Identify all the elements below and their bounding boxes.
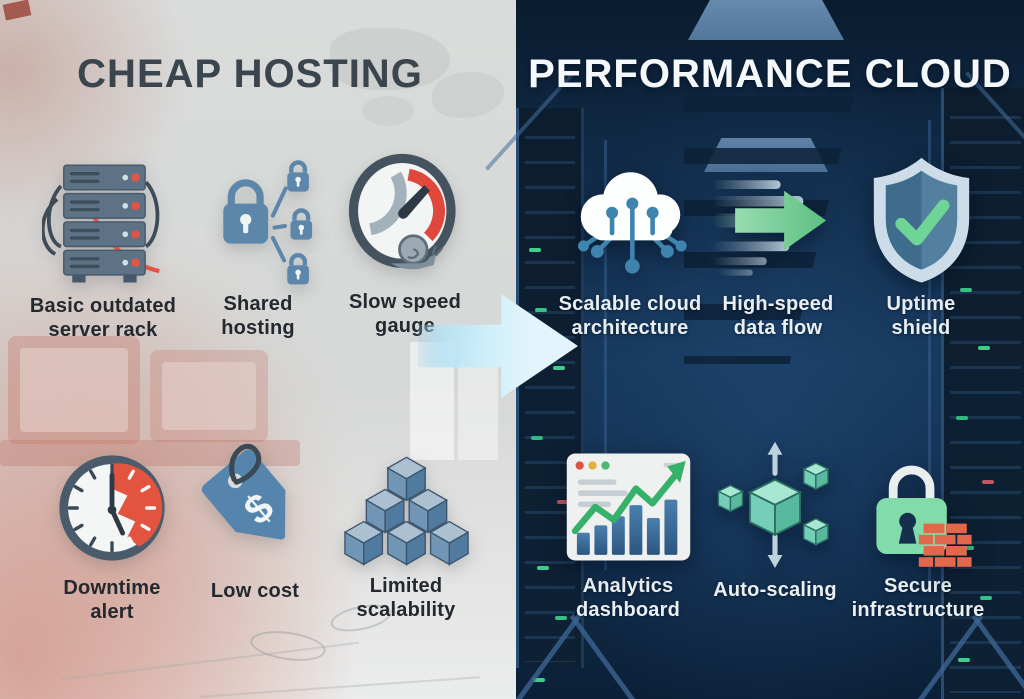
feature-analytics-dashboard: Analytics dashboard xyxy=(533,448,723,622)
feature-label: Secure infrastructure xyxy=(851,575,985,621)
right-panel-title: PERFORMANCE CLOUD xyxy=(528,52,1012,96)
uptime-shield-icon xyxy=(873,157,969,283)
feature-label: Scalable cloud architecture xyxy=(558,293,702,339)
feature-label: Uptime shield xyxy=(886,293,956,339)
server-rack-icon xyxy=(41,164,160,283)
feature-label: Downtime alert xyxy=(63,577,161,623)
feature-server-rack: Basic outdated server rack xyxy=(8,150,198,342)
faded-map-shape xyxy=(330,28,450,90)
left-panel-title: CHEAP HOSTING xyxy=(77,52,423,96)
speed-arrow-icon xyxy=(712,180,827,276)
rack-status-lights xyxy=(529,248,541,252)
price-tag-icon: $ xyxy=(201,443,286,540)
faded-crt-monitor xyxy=(150,350,268,442)
floor-tile-line xyxy=(200,676,480,698)
feature-data-flow: High-speed data flow xyxy=(683,168,873,340)
floor-tile-line xyxy=(60,641,360,681)
rack-frame-line xyxy=(604,140,607,570)
feature-cloud-architecture: Scalable cloud architecture xyxy=(535,152,725,340)
feature-label: Low cost xyxy=(210,580,300,602)
slow-speed-gauge-icon xyxy=(348,153,456,270)
faded-crt-monitor xyxy=(8,336,140,444)
feature-label: Auto-scaling xyxy=(713,579,837,601)
feature-low-cost: $ Low cost xyxy=(160,443,350,603)
secure-lock-firewall-icon xyxy=(876,465,972,567)
feature-auto-scaling: Auto-scaling xyxy=(680,432,870,602)
feature-label: Analytics dashboard xyxy=(575,575,681,621)
rack-frame-line xyxy=(928,120,931,590)
feature-secure-infrastructure: Secure infrastructure xyxy=(823,450,1013,622)
cloud-circuit-icon xyxy=(577,172,687,274)
feature-uptime-shield: Uptime shield xyxy=(826,152,1016,340)
corner-red-shape xyxy=(2,0,32,21)
cube-pyramid-icon xyxy=(343,456,469,566)
feature-label: High-speed data flow xyxy=(722,293,834,339)
ceiling-light xyxy=(688,0,844,40)
feature-label: Basic outdated server rack xyxy=(29,295,177,341)
feature-label: Limited scalability xyxy=(356,575,456,621)
performance-cloud-panel xyxy=(485,0,1024,699)
feature-downtime-alert: Downtime alert xyxy=(17,452,207,624)
faded-map-shape xyxy=(362,96,414,126)
server-rack-column xyxy=(516,108,584,668)
analytics-window-icon xyxy=(566,453,690,561)
feature-slow-gauge: Slow speed gauge xyxy=(310,152,500,338)
downtime-clock-icon xyxy=(59,455,165,561)
auto-scaling-cubes-icon xyxy=(716,441,830,568)
shared-hosting-locks-icon xyxy=(222,158,321,286)
feature-label: Shared hosting xyxy=(221,293,295,339)
feature-shared-hosting: Shared hosting xyxy=(163,158,353,340)
feature-limited-scalability: Limited scalability xyxy=(311,452,501,622)
